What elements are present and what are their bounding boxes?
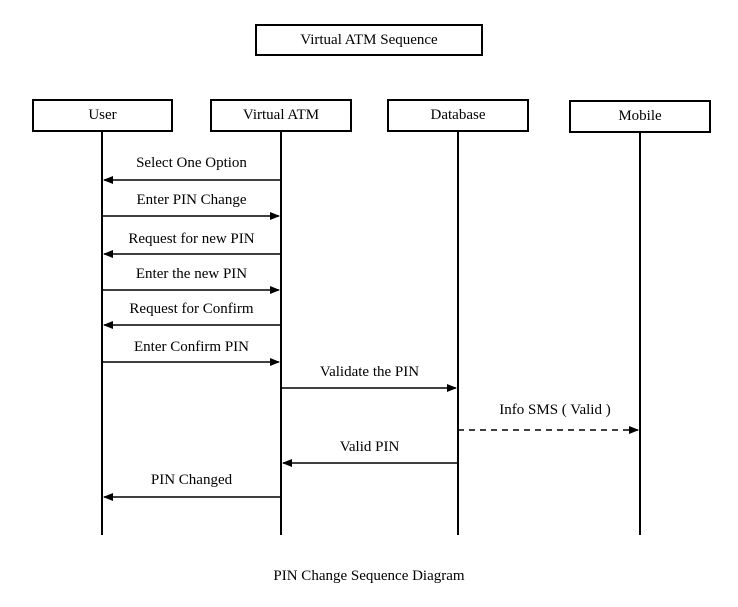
message-9: Valid PIN (282, 439, 458, 467)
message-label: Valid PIN (340, 439, 400, 455)
message-label: Request for new PIN (128, 231, 254, 247)
message-3: Request for new PIN (103, 231, 281, 258)
message-label: Enter Confirm PIN (134, 339, 249, 355)
message-2: Enter PIN Change (102, 192, 280, 220)
diagram-caption: PIN Change Sequence Diagram (273, 568, 465, 584)
message-8: Info SMS ( Valid ) (458, 402, 639, 434)
message-1: Select One Option (103, 155, 281, 184)
message-label: Request for Confirm (129, 301, 253, 317)
participant-virtual-atm: Virtual ATM (210, 99, 352, 132)
message-label: Enter PIN Change (137, 192, 247, 208)
message-label: PIN Changed (151, 472, 233, 488)
participant-mobile: Mobile (569, 100, 711, 133)
diagram-title: Virtual ATM Sequence (255, 24, 483, 56)
message-label: Select One Option (136, 155, 247, 171)
message-10: PIN Changed (103, 472, 281, 501)
message-4: Enter the new PIN (102, 266, 280, 294)
participant-user: User (32, 99, 173, 132)
message-7: Validate the PIN (281, 364, 457, 392)
message-6: Enter Confirm PIN (102, 339, 280, 366)
message-label: Validate the PIN (320, 364, 419, 380)
message-label: Info SMS ( Valid ) (499, 402, 610, 418)
participant-database: Database (387, 99, 529, 132)
message-label: Enter the new PIN (136, 266, 247, 282)
message-5: Request for Confirm (103, 301, 281, 329)
